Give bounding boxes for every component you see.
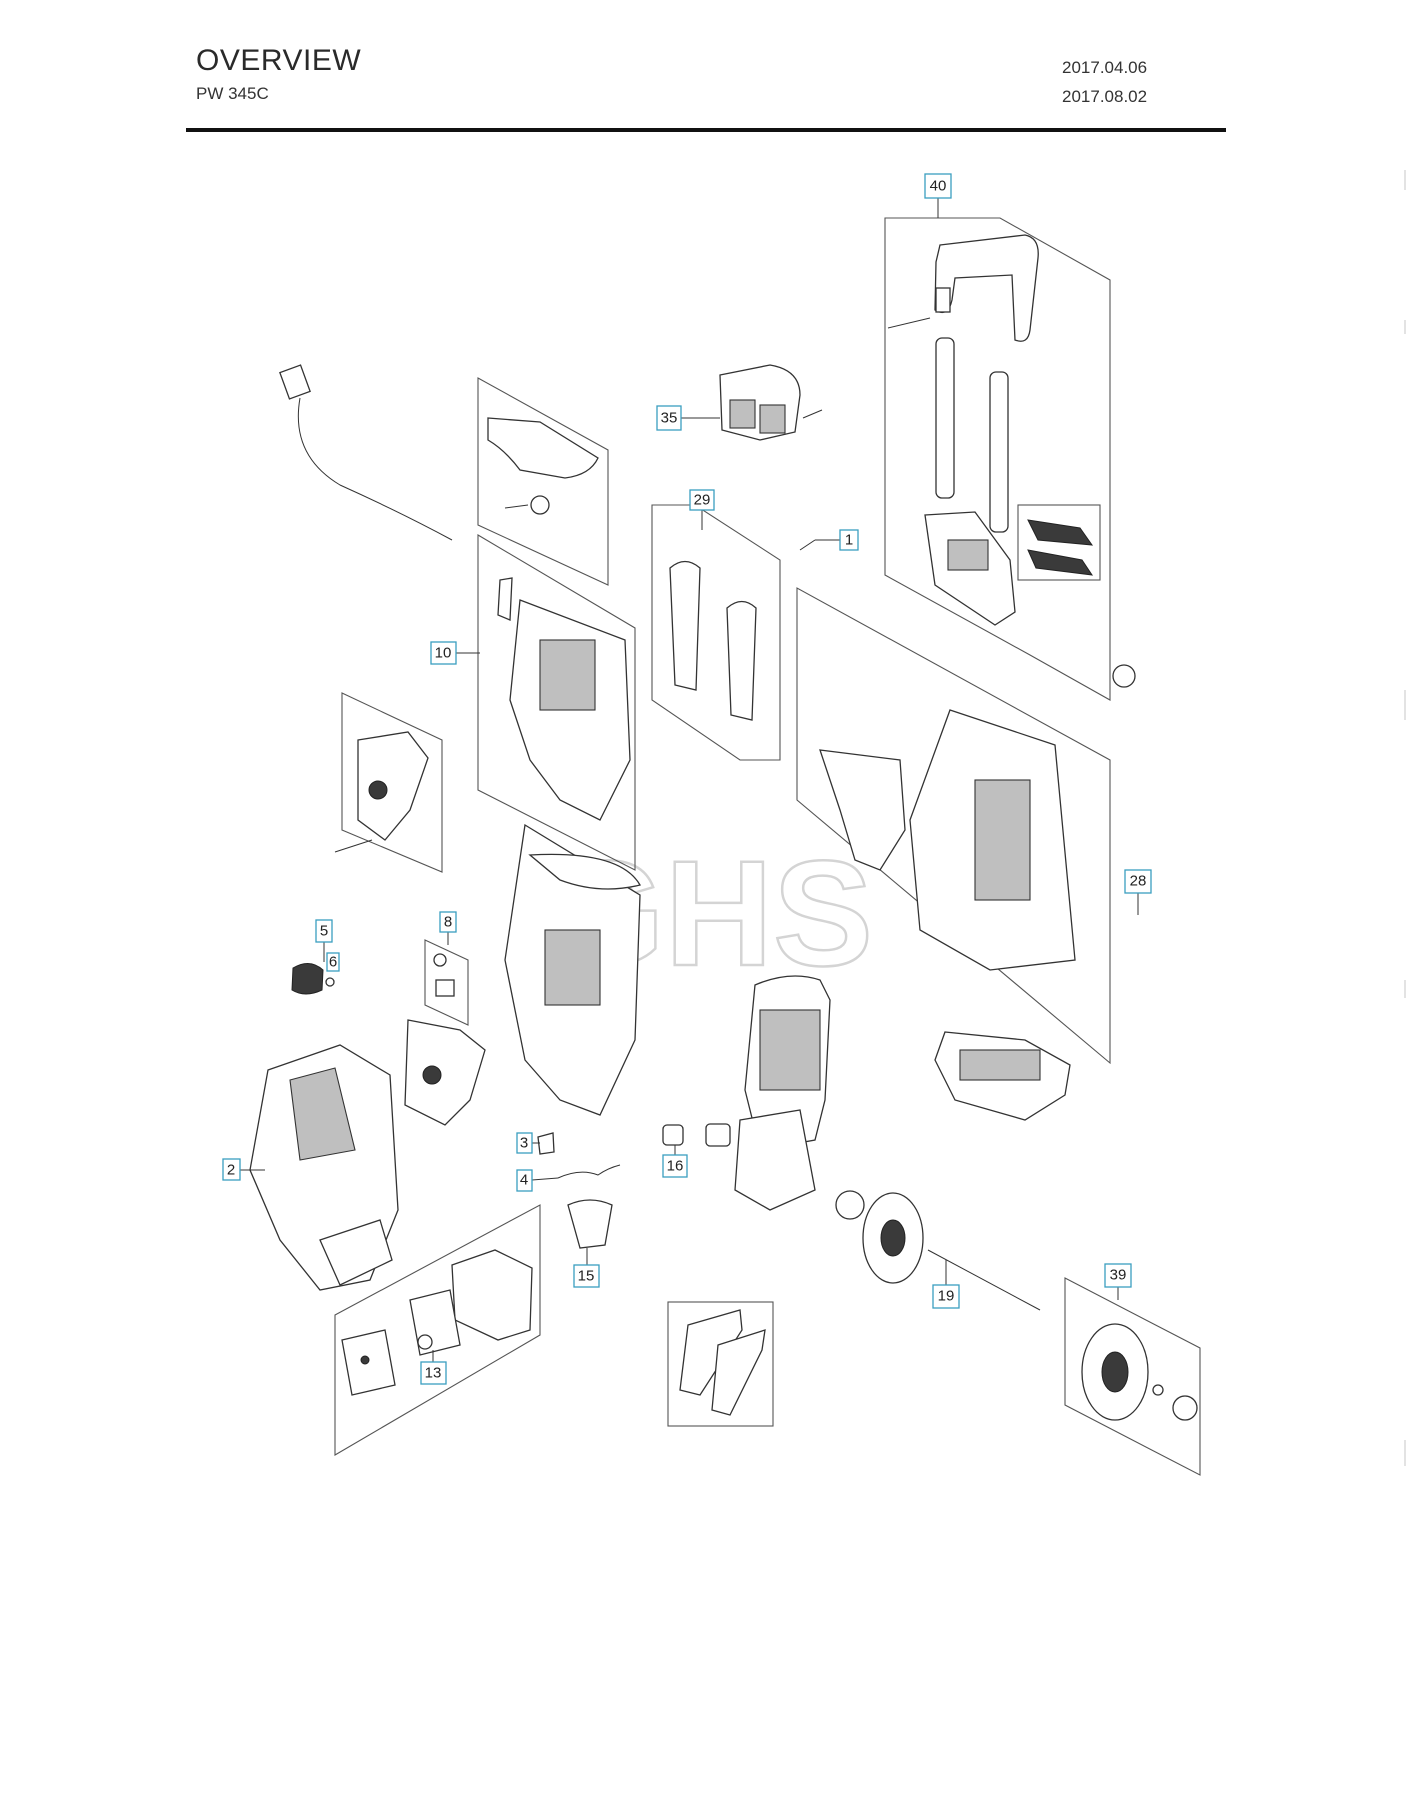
callout-number: 4 xyxy=(520,1172,528,1189)
part-front-cover-lower[interactable] xyxy=(404,1019,486,1126)
part-base-frame[interactable] xyxy=(934,1031,1071,1121)
callout-19[interactable]: 19 xyxy=(932,1260,960,1309)
part-o-ring[interactable] xyxy=(325,977,335,987)
part-cover-plate[interactable] xyxy=(341,1329,396,1396)
callout-6[interactable]: 6 xyxy=(326,952,340,972)
callout-3[interactable]: 3 xyxy=(516,1132,540,1154)
part-hose-holder[interactable] xyxy=(719,364,801,441)
part-washer[interactable] xyxy=(1152,1384,1164,1396)
callout-number: 16 xyxy=(667,1158,684,1175)
part-handle-bolt[interactable] xyxy=(887,317,931,329)
callout-number: 3 xyxy=(520,1135,528,1152)
part-handle-tubes[interactable] xyxy=(935,337,1009,533)
panel-cord-clips xyxy=(651,504,781,761)
callout-35[interactable]: 35 xyxy=(656,405,720,431)
part-inlet-fitting[interactable] xyxy=(662,1124,684,1146)
part-filter-housing[interactable] xyxy=(451,1249,533,1341)
part-motor-housing[interactable] xyxy=(819,709,1076,971)
callout-1[interactable]: 1 xyxy=(815,529,859,551)
part-clip[interactable] xyxy=(537,1132,555,1155)
callout-5[interactable]: 5 xyxy=(315,919,333,962)
part-top-cover[interactable] xyxy=(487,417,599,479)
callout-8[interactable]: 8 xyxy=(439,911,457,945)
panel-front-cover xyxy=(341,692,443,873)
callout-number: 5 xyxy=(320,923,328,940)
callout-15[interactable]: 15 xyxy=(573,1248,600,1288)
part-gasket[interactable] xyxy=(409,1289,461,1356)
part-wheel[interactable] xyxy=(862,1192,924,1284)
part-handle-clips[interactable] xyxy=(1027,519,1094,576)
callout-29[interactable]: 29 xyxy=(689,489,715,530)
callout-number: 29 xyxy=(694,492,711,509)
callout-2[interactable]: 2 xyxy=(222,1158,265,1181)
part-outlet-coupling[interactable] xyxy=(705,1123,731,1147)
part-detergent-cup[interactable] xyxy=(567,1199,613,1249)
header-rule xyxy=(186,128,1226,132)
part-pump-motor[interactable] xyxy=(734,975,831,1211)
callout-number: 13 xyxy=(425,1365,442,1382)
callout-number: 2 xyxy=(227,1162,235,1179)
callout-number: 40 xyxy=(930,178,947,195)
part-cord-clips[interactable] xyxy=(669,560,757,721)
scan-edge-mark xyxy=(1404,980,1406,998)
panel-wheel-set xyxy=(1064,1277,1201,1476)
part-handle-base[interactable] xyxy=(924,511,1016,626)
part-wire-clip[interactable] xyxy=(557,1164,621,1179)
panel-handle-clips xyxy=(1017,504,1101,581)
callout-16[interactable]: 16 xyxy=(662,1145,688,1178)
part-panel-screw[interactable] xyxy=(334,839,373,853)
page-title: OVERVIEW xyxy=(196,44,362,77)
part-spacer-bushing[interactable] xyxy=(1112,664,1136,688)
callout-13[interactable]: 13 xyxy=(420,1350,447,1385)
part-axle[interactable] xyxy=(927,1249,1041,1311)
part-front-panel[interactable] xyxy=(357,731,429,841)
scan-edge-mark xyxy=(1404,1440,1406,1466)
callout-number: 1 xyxy=(845,532,853,549)
panel-switch xyxy=(424,939,469,1026)
callout-39[interactable]: 39 xyxy=(1104,1263,1132,1300)
part-housing-assembly[interactable] xyxy=(504,823,641,1116)
part-body-cover[interactable] xyxy=(249,1044,399,1291)
part-hub-cap[interactable] xyxy=(835,1190,865,1220)
callout-number: 15 xyxy=(578,1268,595,1285)
panel-motor-housing xyxy=(796,587,1111,1065)
scan-edge-mark xyxy=(1404,320,1406,334)
callout-40[interactable]: 40 xyxy=(924,173,952,218)
date-revised: 2017.08.02 xyxy=(1062,87,1148,106)
part-cord-hook[interactable] xyxy=(504,495,550,515)
part-wheel-hub[interactable] xyxy=(1172,1395,1198,1421)
panel-hose-hooks xyxy=(667,1301,774,1427)
panel-housing-half xyxy=(477,534,636,871)
callout-10[interactable]: 10 xyxy=(430,641,480,665)
part-wheel-right[interactable] xyxy=(1081,1323,1149,1421)
callout-number: 28 xyxy=(1130,873,1147,890)
part-housing-half[interactable] xyxy=(497,577,631,821)
part-holder-screw[interactable] xyxy=(802,409,823,419)
part-power-cord[interactable] xyxy=(279,364,453,541)
part-hose-hooks[interactable] xyxy=(679,1309,766,1416)
callout-number: 35 xyxy=(661,410,678,427)
scan-edge-mark xyxy=(1404,690,1406,720)
callout-number: 19 xyxy=(938,1288,955,1305)
panel-seal-kit xyxy=(334,1204,541,1456)
callout-number: 8 xyxy=(444,914,452,931)
panel-upper-fasteners xyxy=(477,377,609,586)
part-screw[interactable] xyxy=(799,539,816,551)
callout-4[interactable]: 4 xyxy=(516,1169,559,1192)
date-created: 2017.04.06 xyxy=(1062,58,1148,77)
callout-number: 10 xyxy=(435,645,452,662)
model-number: PW 345C xyxy=(196,84,269,103)
part-switch[interactable] xyxy=(433,953,455,997)
part-handle-frame[interactable] xyxy=(934,234,1039,342)
panel-handle-assembly xyxy=(884,217,1111,701)
callout-number: 6 xyxy=(329,954,337,971)
scan-edge-mark xyxy=(1404,170,1406,190)
part-plug[interactable] xyxy=(417,1334,433,1350)
callout-number: 39 xyxy=(1110,1267,1127,1284)
part-switch-knob[interactable] xyxy=(291,963,324,995)
callout-28[interactable]: 28 xyxy=(1124,869,1152,915)
